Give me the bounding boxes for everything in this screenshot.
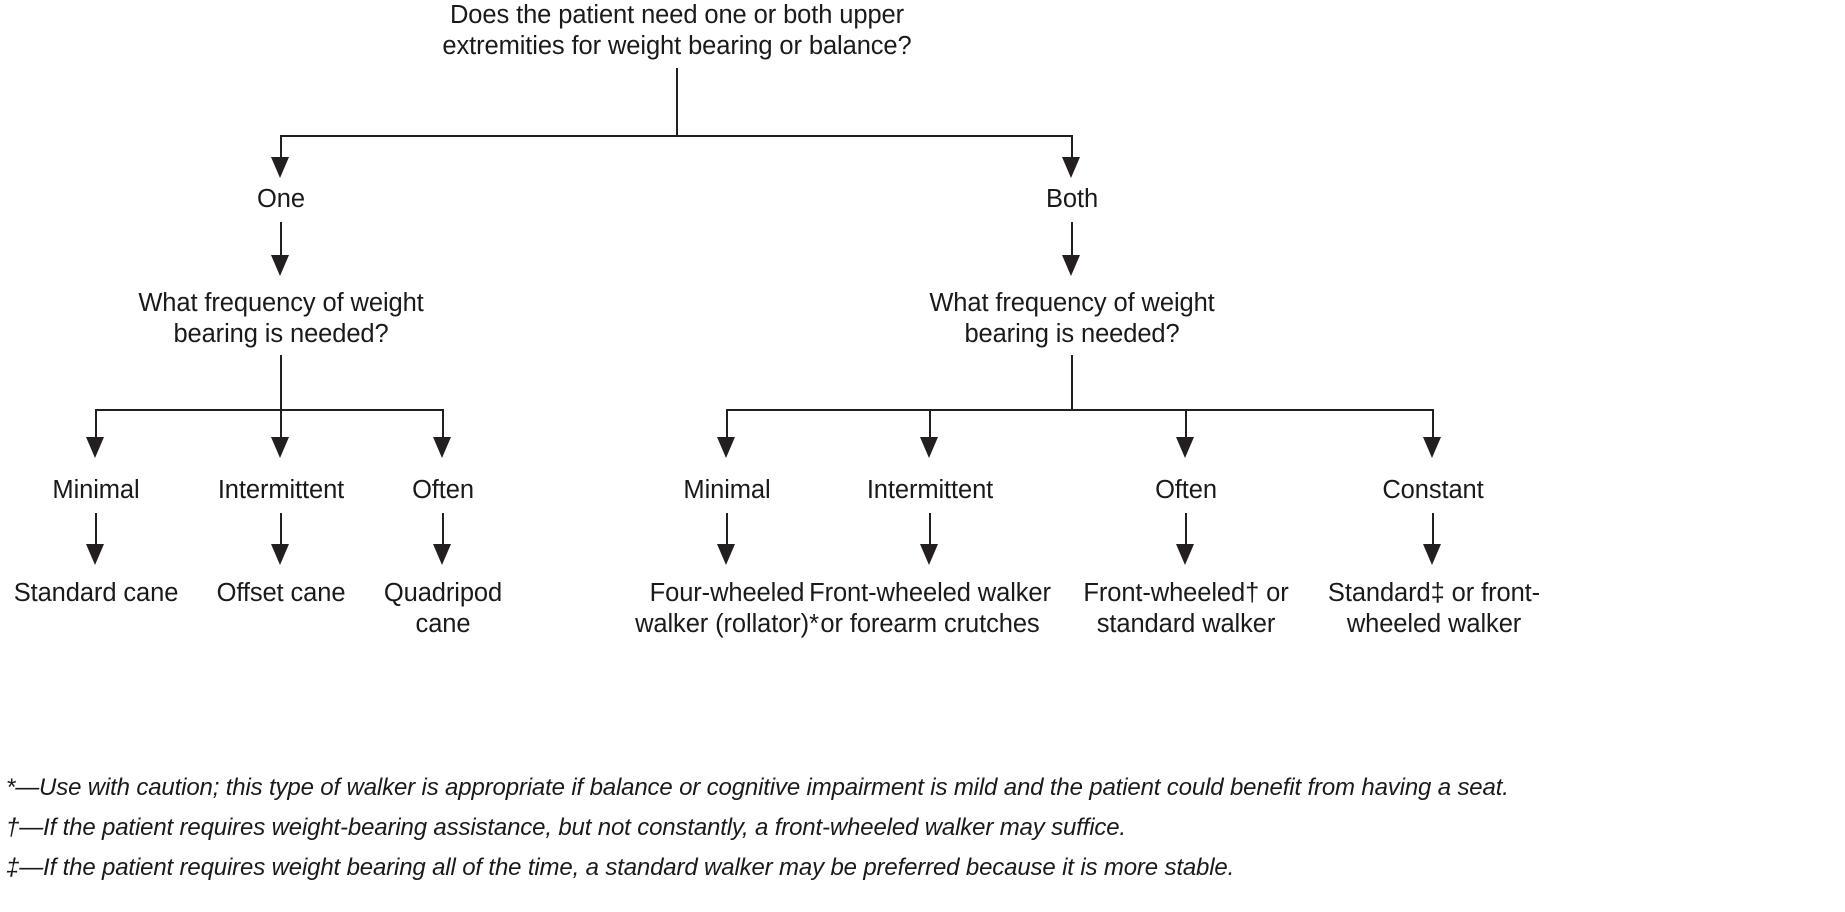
outcome-one-often: Quadripod cane bbox=[383, 579, 503, 638]
connector-arrow-stem-both-constant bbox=[1432, 409, 1434, 444]
outcome-one-minimal: Standard cane bbox=[13, 579, 179, 607]
footnote-list: *—Use with caution; this type of walker … bbox=[0, 768, 1845, 888]
connector-arrow-stem-one-intermittent bbox=[280, 409, 282, 444]
connector-arrow-stem-one-minimal bbox=[95, 409, 97, 444]
frequency-label-one-intermittent: Intermittent bbox=[217, 476, 345, 504]
footnote-dagger: †—If the patient requires weight-bearing… bbox=[6, 814, 1126, 841]
connector-arrow-stem-outcome-both-minimal bbox=[726, 513, 728, 551]
frequency-label-both-constant: Constant bbox=[1382, 476, 1484, 504]
connector-arrow-stem-one-often bbox=[442, 409, 444, 444]
arrow-head-outcome-both-minimal-icon bbox=[717, 544, 735, 565]
frequency-label-one-often: Often bbox=[412, 476, 474, 504]
arrow-head-one-icon bbox=[271, 157, 289, 178]
branch-label-both: Both bbox=[1045, 185, 1099, 213]
connector-arrow-stem-both-to-question bbox=[1071, 222, 1073, 263]
connector-fanout-bar-both bbox=[727, 409, 1434, 411]
arrow-head-both-minimal-icon bbox=[717, 437, 735, 458]
connector-arrow-stem-outcome-both-constant bbox=[1432, 513, 1434, 551]
frequency-label-both-minimal: Minimal bbox=[683, 476, 771, 504]
arrow-head-outcome-one-minimal-icon bbox=[86, 544, 104, 565]
connector-arrow-stem-outcome-one-intermittent bbox=[280, 513, 282, 551]
connector-arrow-stem-outcome-both-intermittent bbox=[929, 513, 931, 551]
arrow-head-outcome-one-intermittent-icon bbox=[271, 544, 289, 565]
arrow-head-both-question-icon bbox=[1062, 255, 1080, 276]
outcome-both-minimal: Four-wheeled walker (rollator)* bbox=[635, 579, 819, 638]
footnote-double-dagger: ‡—If the patient requires weight bearing… bbox=[6, 854, 1235, 881]
connector-both-question-stem bbox=[1071, 355, 1073, 410]
connector-arrow-stem-both-often bbox=[1185, 409, 1187, 444]
arrow-head-outcome-both-intermittent-icon bbox=[920, 544, 938, 565]
frequency-label-both-intermittent: Intermittent bbox=[866, 476, 994, 504]
connector-arrow-stem-outcome-one-often bbox=[442, 513, 444, 551]
outcome-both-constant: Standard‡ or front- wheeled walker bbox=[1327, 579, 1541, 638]
root-question: Does the patient need one or both upper … bbox=[442, 1, 912, 60]
connector-fanout-bar-one bbox=[96, 409, 444, 411]
connector-arrow-stem-both-minimal bbox=[726, 409, 728, 444]
branch-label-one: One bbox=[257, 185, 305, 213]
outcome-one-intermittent: Offset cane bbox=[216, 579, 346, 607]
connector-arrow-stem-both-intermittent bbox=[929, 409, 931, 444]
footnote-asterisk: *—Use with caution; this type of walker … bbox=[6, 774, 1509, 801]
connector-arrow-stem-outcome-both-often bbox=[1185, 513, 1187, 551]
connector-one-question-stem bbox=[280, 355, 282, 410]
outcome-both-often: Front-wheeled† or standard walker bbox=[1083, 579, 1289, 638]
connector-root-stem bbox=[676, 68, 678, 136]
arrow-head-both-icon bbox=[1062, 157, 1080, 178]
arrow-head-one-often-icon bbox=[433, 437, 451, 458]
frequency-label-both-often: Often bbox=[1155, 476, 1217, 504]
arrow-head-one-question-icon bbox=[271, 255, 289, 276]
arrow-head-both-intermittent-icon bbox=[920, 437, 938, 458]
arrow-head-outcome-both-constant-icon bbox=[1423, 544, 1441, 565]
arrow-head-outcome-both-often-icon bbox=[1176, 544, 1194, 565]
connector-arrow-stem-outcome-one-minimal bbox=[95, 513, 97, 551]
arrow-head-outcome-one-often-icon bbox=[433, 544, 451, 565]
frequency-label-one-minimal: Minimal bbox=[52, 476, 140, 504]
arrow-head-both-constant-icon bbox=[1423, 437, 1441, 458]
connector-arrow-stem-both bbox=[1071, 135, 1073, 165]
arrow-head-one-minimal-icon bbox=[86, 437, 104, 458]
arrow-head-both-often-icon bbox=[1176, 437, 1194, 458]
question-both-frequency: What frequency of weight bearing is need… bbox=[929, 289, 1215, 348]
outcome-both-intermittent: Front-wheeled walker or forearm crutches bbox=[809, 579, 1051, 638]
question-one-frequency: What frequency of weight bearing is need… bbox=[138, 289, 424, 348]
connector-split-bar-level1 bbox=[281, 135, 1072, 137]
connector-arrow-stem-one bbox=[280, 135, 282, 165]
connector-arrow-stem-one-to-question bbox=[280, 222, 282, 263]
arrow-head-one-intermittent-icon bbox=[271, 437, 289, 458]
